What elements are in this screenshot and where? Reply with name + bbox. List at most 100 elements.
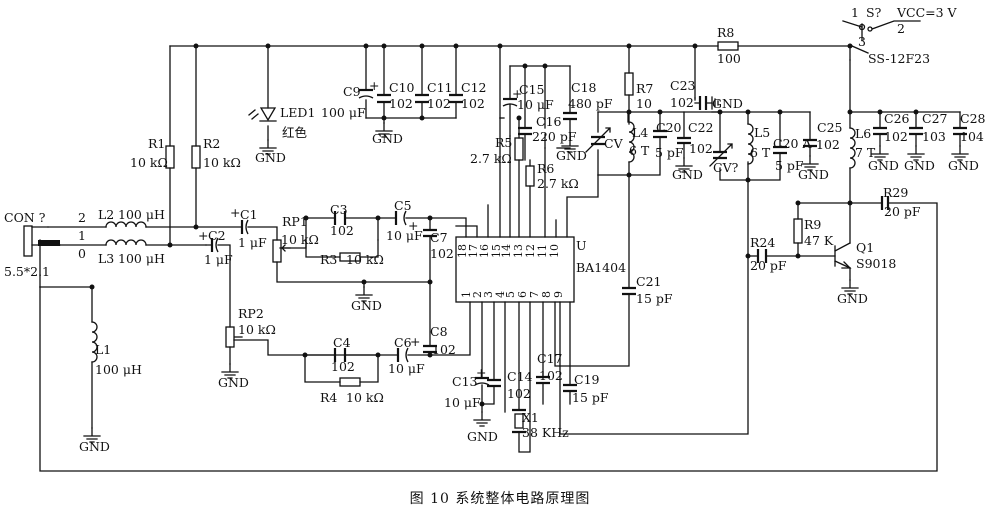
inductor-l6: L6 7 T xyxy=(849,126,876,169)
resistor-r1: R1 10 kΩ xyxy=(130,136,175,170)
svg-text:L1: L1 xyxy=(95,342,111,357)
inductor-l3: L3 100 μH xyxy=(98,239,165,266)
svg-text:0: 0 xyxy=(78,246,86,261)
svg-text:102: 102 xyxy=(507,386,531,401)
svg-text:C7: C7 xyxy=(430,230,448,245)
capacitor-c28: C28 104 GND xyxy=(948,111,986,173)
svg-text:5.5*2.1: 5.5*2.1 xyxy=(4,264,50,279)
potentiometer-rp2: RP2 10 kΩ GND xyxy=(218,306,276,390)
svg-text:C20 A: C20 A xyxy=(773,136,812,151)
svg-text:20 pF: 20 pF xyxy=(884,204,921,219)
ic-pin-label: 18 xyxy=(456,244,469,258)
svg-text:1: 1 xyxy=(78,228,86,243)
svg-text:10 kΩ: 10 kΩ xyxy=(346,252,384,267)
capacitor-c11: C11 102 xyxy=(415,80,452,111)
resistor-r8: R8 100 xyxy=(717,25,741,66)
svg-text:10 kΩ: 10 kΩ xyxy=(238,322,276,337)
ic-pin-label: 6 xyxy=(516,291,529,298)
ic-pin-label: 17 xyxy=(467,244,480,258)
resistor-r9: R9 47 K xyxy=(793,217,834,248)
ic-pin-label: 3 xyxy=(482,291,495,298)
inductor-l2: L2 100 μH xyxy=(98,207,165,228)
svg-text:6 T: 6 T xyxy=(750,145,771,160)
gnd-label: GND xyxy=(372,131,403,146)
svg-text:C3: C3 xyxy=(330,202,348,217)
svg-text:10 μF: 10 μF xyxy=(386,228,423,243)
svg-text:C21: C21 xyxy=(636,274,661,289)
svg-text:C16: C16 xyxy=(536,114,562,129)
resistor-r3: R3 10 kΩ xyxy=(320,252,384,267)
svg-text:10 kΩ: 10 kΩ xyxy=(281,232,319,247)
svg-text:R7: R7 xyxy=(636,81,653,96)
svg-text:R8: R8 xyxy=(717,25,734,40)
svg-text:X1: X1 xyxy=(522,410,539,425)
svg-text:100: 100 xyxy=(717,51,741,66)
capacitor-c25: C25 102 GND xyxy=(798,120,842,182)
svg-text:102: 102 xyxy=(389,96,413,111)
connector-con: CON ? 5.5*2.1 2 1 0 xyxy=(4,210,86,288)
svg-text:38 KHz: 38 KHz xyxy=(522,425,569,440)
svg-text:102: 102 xyxy=(432,342,456,357)
capacitor-c3: C3 102 xyxy=(330,202,354,238)
svg-text:LED1: LED1 xyxy=(280,105,315,120)
svg-text:C26: C26 xyxy=(884,111,910,126)
svg-text:R9: R9 xyxy=(804,217,821,232)
capacitor-c16: C16 220 pF xyxy=(518,114,577,144)
svg-text:R2: R2 xyxy=(203,136,220,151)
svg-text:102: 102 xyxy=(461,96,485,111)
svg-text:VCC=3 V: VCC=3 V xyxy=(896,5,958,20)
svg-text:102: 102 xyxy=(331,359,355,374)
svg-text:2: 2 xyxy=(897,21,905,36)
svg-text:100 μH: 100 μH xyxy=(118,251,165,266)
svg-text:C23: C23 xyxy=(670,78,696,93)
svg-text:GND: GND xyxy=(79,439,110,454)
svg-text:15 pF: 15 pF xyxy=(636,291,673,306)
capacitor-c18: C18 480 pF GND xyxy=(556,80,613,163)
ic-pin-label: 1 xyxy=(460,291,473,298)
svg-text:100 μH: 100 μH xyxy=(95,362,142,377)
capacitor-cv1: CV xyxy=(585,127,624,153)
svg-text:GND: GND xyxy=(868,158,899,173)
resistor-r2: R2 10 kΩ xyxy=(191,136,241,170)
inductor-l4: L4 6 T xyxy=(628,121,650,163)
svg-text:480 pF: 480 pF xyxy=(568,96,613,111)
svg-text:2.7 kΩ: 2.7 kΩ xyxy=(537,176,579,191)
svg-text:C27: C27 xyxy=(922,111,948,126)
svg-text:R6: R6 xyxy=(537,161,554,176)
svg-text:102: 102 xyxy=(689,141,713,156)
svg-text:102: 102 xyxy=(430,246,454,261)
ic-pin-label: 8 xyxy=(540,291,553,298)
svg-text:CV?: CV? xyxy=(713,160,739,175)
svg-text:100 μH: 100 μH xyxy=(118,207,165,222)
svg-text:C11: C11 xyxy=(427,80,452,95)
capacitor-c12: C12 102 xyxy=(449,80,486,111)
svg-text:C14: C14 xyxy=(507,369,533,384)
gnd-label: GND xyxy=(351,298,382,313)
svg-text:10: 10 xyxy=(636,96,652,111)
svg-text:R1: R1 xyxy=(148,136,165,151)
svg-text:102: 102 xyxy=(816,137,840,152)
capacitor-c10: C10 102 xyxy=(377,80,415,111)
svg-text:R29: R29 xyxy=(883,185,908,200)
svg-text:+: + xyxy=(512,86,522,101)
svg-text:10 μF: 10 μF xyxy=(444,395,481,410)
capacitor-c15: C15 10 μF + xyxy=(502,82,554,112)
svg-text:C15: C15 xyxy=(519,82,544,97)
svg-text:C12: C12 xyxy=(461,80,486,95)
svg-text:+: + xyxy=(476,365,486,380)
capacitor-c17: C17 102 xyxy=(536,351,563,385)
svg-text:C19: C19 xyxy=(574,372,600,387)
led1: LED1 红色 GND xyxy=(248,105,315,165)
figure-caption: 图 10 系统整体电路原理图 xyxy=(410,491,591,507)
potentiometer-rp1: RP1 10 kΩ xyxy=(272,214,319,263)
svg-text:CV: CV xyxy=(604,136,624,151)
svg-text:100 μF: 100 μF xyxy=(321,105,366,120)
transistor-q1: Q1 S9018 GND xyxy=(834,240,896,306)
capacitor-c8: C8 102 xyxy=(423,324,456,357)
svg-text:C1: C1 xyxy=(240,207,258,222)
resistor-r7: R7 10 xyxy=(624,72,653,111)
capacitor-c9: C9 100 μF + xyxy=(321,78,379,120)
capacitor-c22: C22 102 GND xyxy=(672,120,713,182)
svg-text:10 μF: 10 μF xyxy=(517,97,554,112)
